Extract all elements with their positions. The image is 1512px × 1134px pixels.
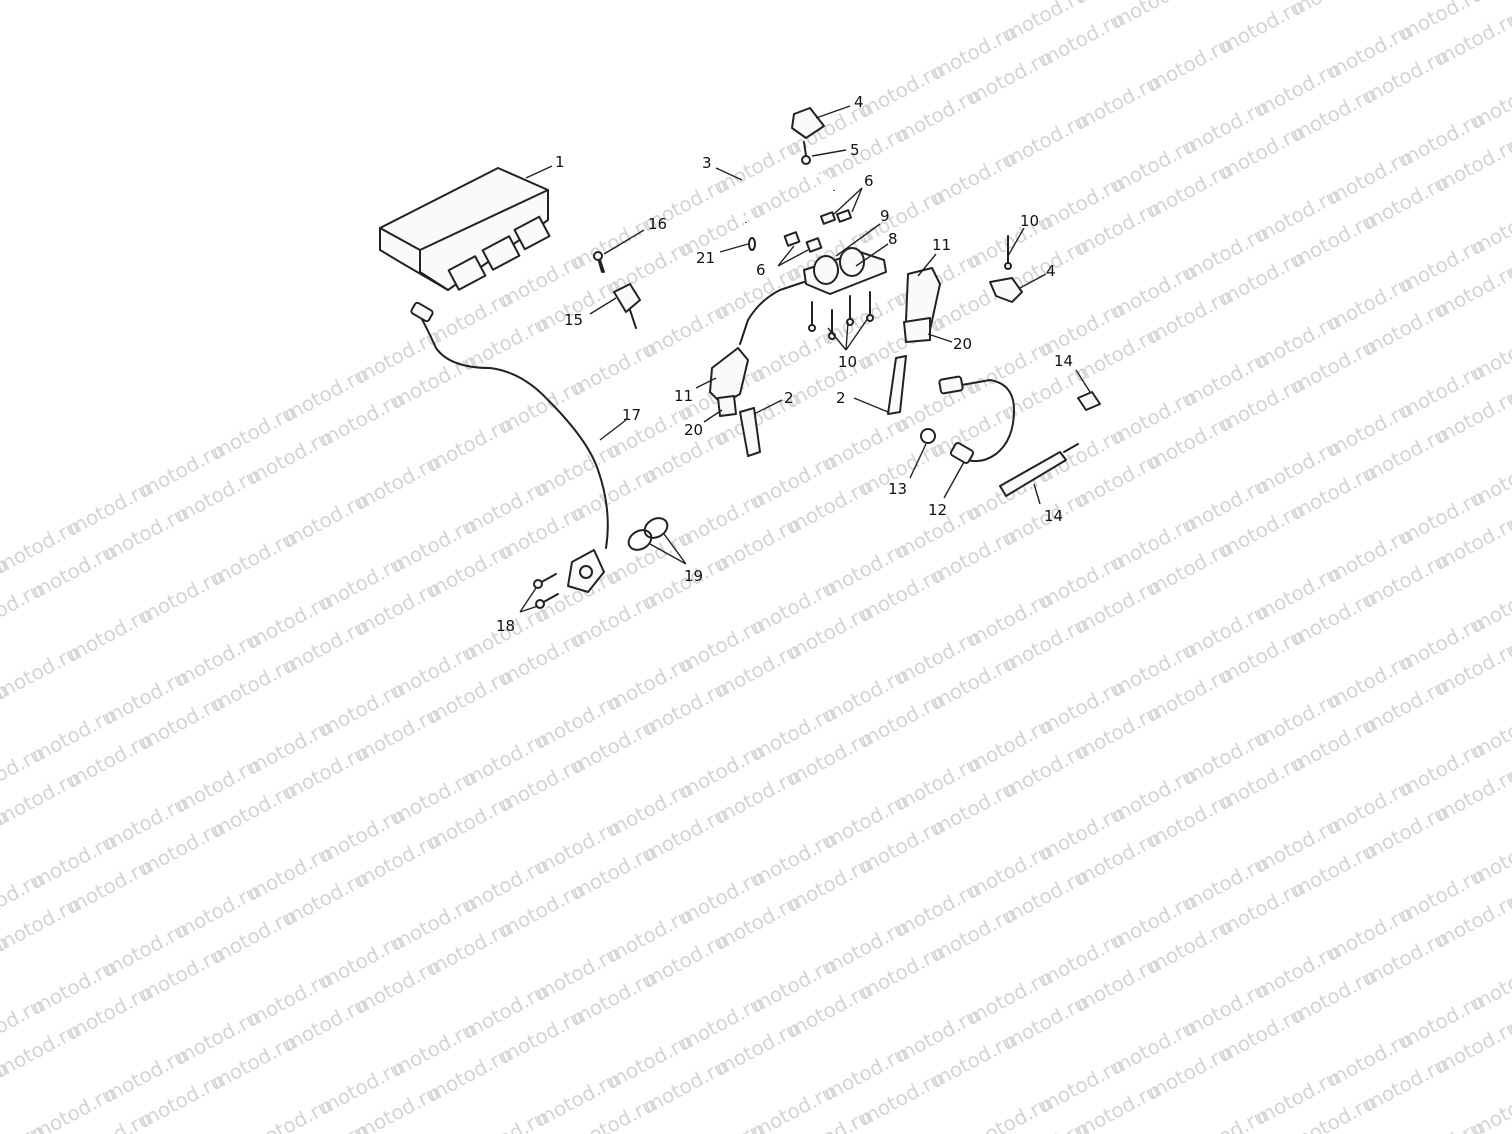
callout-16: 16 xyxy=(648,215,667,233)
callout-11: 11 xyxy=(674,387,693,405)
watermark-text: motod.ru xyxy=(1107,0,1199,33)
o-rings-part xyxy=(627,517,669,551)
callout-14: 14 xyxy=(1044,507,1063,525)
ignition-coil-part xyxy=(709,247,887,417)
callout-19: 19 xyxy=(684,567,703,585)
watermark-text: motod.ru xyxy=(1467,951,1512,1015)
callout-13: 13 xyxy=(888,480,907,498)
callout-4: 4 xyxy=(1046,262,1056,280)
spark-plug-part xyxy=(739,355,907,457)
map-sensor-part xyxy=(791,107,1023,303)
watermark-text: motod.ru xyxy=(1467,573,1512,637)
bolts-part xyxy=(533,573,559,609)
watermark-text: motod.ru xyxy=(1503,0,1512,32)
callout-2: 2 xyxy=(836,389,846,407)
callout-5: 5 xyxy=(850,141,860,159)
callout-2: 2 xyxy=(784,389,794,407)
temperature-sensor-part xyxy=(593,251,641,329)
watermark-text: motod.ru xyxy=(1467,825,1512,889)
callout-6: 6 xyxy=(756,261,766,279)
callout-3: 3 xyxy=(702,154,712,172)
callout-12: 12 xyxy=(928,501,947,519)
callout-9: 9 xyxy=(880,207,890,225)
callout-1: 1 xyxy=(555,153,565,171)
watermark-text: motod.ru xyxy=(1467,69,1512,133)
watermark-text: motod.ru xyxy=(1467,447,1512,511)
callout-4: 4 xyxy=(854,93,864,111)
callout-14: 14 xyxy=(1054,352,1073,370)
lambda-sensor-part xyxy=(920,375,1101,497)
sensor-harness-part xyxy=(410,301,609,593)
leader-lines xyxy=(519,105,1091,613)
callout-20: 20 xyxy=(684,421,703,439)
callout-20: 20 xyxy=(953,335,972,353)
watermark-text: motod.ru xyxy=(1287,0,1379,20)
callout-10: 10 xyxy=(1020,212,1039,230)
watermark-text: motod.ru xyxy=(1467,699,1512,763)
callout-10: 10 xyxy=(838,353,857,371)
clips-part xyxy=(748,209,853,253)
callout-18: 18 xyxy=(496,617,515,635)
watermark-text: motod.ru xyxy=(1467,1077,1512,1134)
hose-part xyxy=(744,172,836,223)
watermark-text: motod.ru xyxy=(1467,321,1512,385)
watermark-text: motod.ru xyxy=(1467,195,1512,259)
callout-labels: 1 2 2 3 4 4 5 6 6 8 9 10 10 11 11 12 13 … xyxy=(496,93,1073,635)
pencil-coil-part xyxy=(903,267,941,343)
callout-21: 21 xyxy=(696,249,715,267)
ecu-part xyxy=(379,167,551,291)
callout-8: 8 xyxy=(888,230,898,248)
callout-11: 11 xyxy=(932,236,951,254)
callout-6: 6 xyxy=(864,172,874,190)
callout-17: 17 xyxy=(622,406,641,424)
callout-15: 15 xyxy=(564,311,583,329)
